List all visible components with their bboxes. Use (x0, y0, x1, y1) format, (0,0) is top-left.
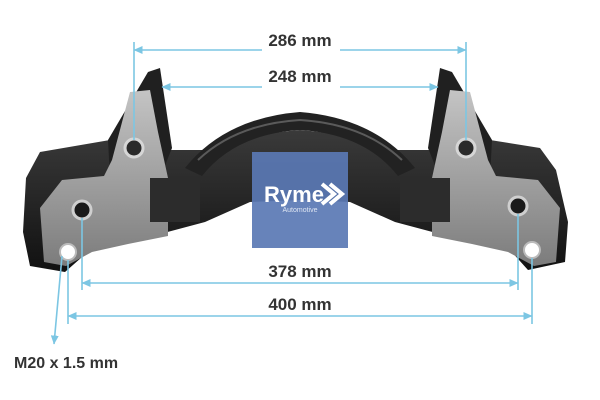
dim-400-label-bg (262, 293, 340, 315)
left-upper-bolt-hole (123, 137, 145, 159)
right-silver-boss (432, 90, 560, 266)
dimension-labels: 286 mm 248 mm 378 mm 400 mm M20 x 1.5 mm (14, 28, 340, 372)
thread-leader-line (50, 255, 63, 345)
carrier-arch-highlight (197, 118, 403, 161)
logo-chevron-icon (320, 182, 346, 206)
ryme-logo: Ryme Automotive (252, 152, 348, 248)
dim-286-label: 286 mm (268, 31, 331, 50)
left-silver-boss (40, 90, 168, 266)
dim-378-label-bg (262, 260, 340, 282)
right-lower-thread-hole (523, 241, 541, 259)
right-inner-pad (400, 178, 450, 222)
dim-378-label: 378 mm (268, 262, 331, 281)
dim-248-label: 248 mm (268, 67, 331, 86)
dim-248-label-bg (262, 64, 340, 88)
carrier-part (23, 68, 568, 272)
logo-name: Ryme (264, 182, 324, 207)
left-inner-pad (150, 178, 200, 222)
carrier-arch (185, 112, 415, 176)
right-upper-bolt-hole (455, 137, 477, 159)
logo-tagline: Automotive (282, 207, 317, 214)
left-mid-bolt-hole (71, 199, 93, 221)
thread-size-label: M20 x 1.5 mm (14, 355, 118, 372)
dim-286-label-bg (262, 28, 340, 52)
right-mid-bolt-hole (507, 195, 529, 217)
dim-400-label: 400 mm (268, 295, 331, 314)
